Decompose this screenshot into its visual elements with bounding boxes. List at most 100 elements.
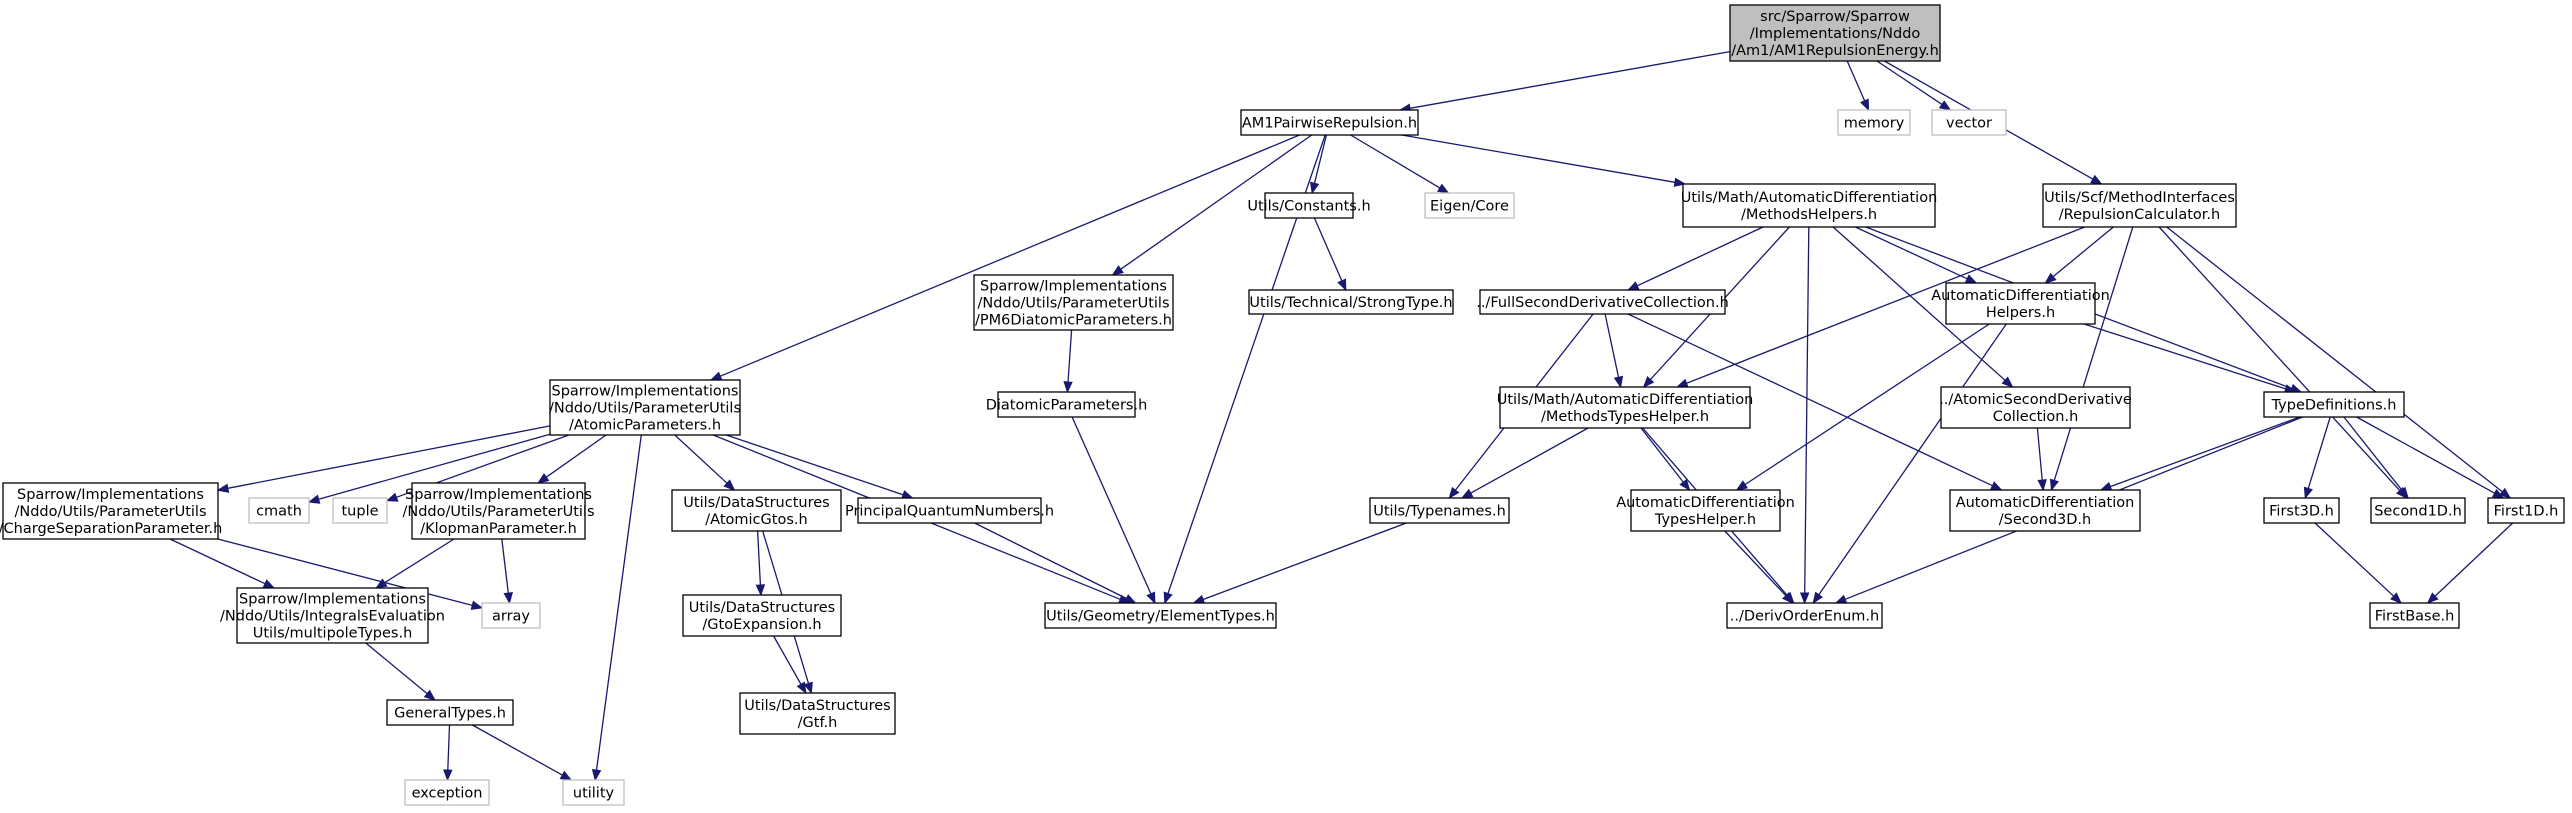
node-label-line: /PM6DiatomicParameters.h (975, 313, 1172, 329)
node-consts[interactable]: Utils/Constants.h (1247, 192, 1371, 219)
nodes-layer: src/Sparrow/Sparrow/Implementations/Nddo… (0, 4, 2565, 806)
edge-klopman-to-array (501, 538, 513, 605)
node-elemtypes[interactable]: Utils/Geometry/ElementTypes.h (1044, 602, 1277, 629)
node-methelp[interactable]: Utils/Math/AutomaticDifferentiation/Meth… (1681, 183, 1938, 228)
node-box (2263, 391, 2405, 418)
node-label-line: DiatomicParameters.h (986, 398, 1148, 414)
node-atomgtos[interactable]: Utils/DataStructures/AtomicGtos.h (671, 489, 842, 532)
node-root: src/Sparrow/Sparrow/Implementations/Nddo… (1729, 4, 1941, 62)
node-strongtype[interactable]: Utils/Technical/StrongType.h (1248, 289, 1454, 315)
node-second3d[interactable]: AutomaticDifferentiation/Second3D.h (1949, 489, 2141, 532)
node-label: AutomaticDifferentiation/Second3D.h (1956, 495, 2135, 528)
edge-line (2083, 323, 2286, 390)
edge-arrowhead (1799, 592, 1810, 605)
edge-line (1202, 522, 1407, 601)
node-multipole[interactable]: Sparrow/Implementations/Nddo/Utils/Integ… (220, 587, 445, 644)
node-label-line: /Nddo/Utils/ParameterUtils (977, 296, 1169, 312)
edge-klopman-to-multipole (375, 538, 455, 589)
node-label-line: array (492, 609, 530, 625)
node-label-line: src/Sparrow/Sparrow (1760, 9, 1910, 25)
node-firstbase[interactable]: FirstBase.h (2369, 602, 2460, 629)
node-box (1424, 192, 1515, 219)
edge-am1pr-to-methelp (1401, 134, 1687, 187)
node-label-line: Utils/Typenames.h (1373, 504, 1506, 520)
node-box (1248, 289, 1454, 315)
edge-arrowhead (1782, 592, 1794, 604)
node-box (236, 587, 429, 644)
node-chargesep[interactable]: Sparrow/Implementations/Nddo/Utils/Param… (0, 482, 222, 540)
node-repcalc[interactable]: Utils/Scf/MethodInterfaces/RepulsionCalc… (2042, 183, 2237, 228)
edge-line (384, 538, 455, 584)
node-label: AM1PairwiseRepulsion.h (1242, 116, 1417, 132)
edge-line (1744, 323, 1990, 486)
edge-first1d-to-firstbase (2426, 522, 2514, 604)
edge-line (1876, 60, 1943, 105)
node-label-line: First3D.h (2269, 504, 2334, 520)
node-box (1044, 602, 1277, 629)
edge-arrowhead (2099, 481, 2113, 491)
node-box (386, 699, 514, 726)
node-label-line: ../AtomicSecondDerivative (1939, 392, 2132, 408)
node-fullsec[interactable]: ../FullSecondDerivativeCollection.h (1476, 289, 1729, 315)
node-box (1479, 289, 1726, 315)
edge-diapar-to-elemtypes (1071, 416, 1156, 605)
node-box (857, 497, 1042, 524)
node-label-line: Utils/Math/AutomaticDifferentiation (1681, 190, 1938, 206)
node-typenames[interactable]: Utils/Typenames.h (1369, 497, 1510, 524)
node-atompar[interactable]: Sparrow/Implementations/Nddo/Utils/Param… (549, 379, 741, 436)
node-mthelper[interactable]: Utils/Math/AutomaticDifferentiation/Meth… (1497, 386, 1754, 429)
edge-arrowhead (1163, 591, 1173, 605)
node-typedefs[interactable]: TypeDefinitions.h (2263, 391, 2405, 418)
node-label: Utils/Geometry/ElementTypes.h (1046, 609, 1275, 625)
node-pqn[interactable]: PrincipalQuantumNumbers.h (845, 497, 1054, 524)
node-label-line: /GtoExpansion.h (702, 617, 821, 633)
edge-repcalc-to-second3d (2049, 226, 2134, 492)
edge-arrowhead (1123, 594, 1137, 604)
node-derivorder[interactable]: ../DerivOrderEnum.h (1726, 602, 1883, 629)
node-box (2370, 497, 2466, 524)
node-first3d[interactable]: First3D.h (2263, 497, 2340, 524)
node-box (481, 602, 541, 629)
node-label: ../FullSecondDerivativeCollection.h (1476, 295, 1729, 311)
node-gentypes[interactable]: GeneralTypes.h (386, 699, 514, 726)
edge-line (1470, 427, 1589, 494)
edge-arrowhead (1735, 480, 1749, 491)
edge-arrowhead (1146, 591, 1156, 605)
edge-typedefs-to-first3d (2303, 416, 2331, 500)
edge-repcalc-to-adhelp (2044, 226, 2114, 284)
node-label-line: /Gtf.h (798, 715, 838, 731)
node-diapar[interactable]: DiatomicParameters.h (986, 391, 1148, 418)
node-box (562, 779, 625, 806)
edge-line (1832, 226, 2006, 381)
edge-pm6dia-to-diapar (1063, 329, 1073, 394)
node-box (248, 497, 310, 524)
edge-gentypes-to-utility (472, 724, 573, 781)
node-klopman[interactable]: Sparrow/Implementations/Nddo/Utils/Param… (402, 482, 595, 540)
node-label: Utils/Technical/StrongType.h (1249, 295, 1452, 311)
edge-arrowhead (709, 371, 723, 381)
node-am1pr[interactable]: AM1PairwiseRepulsion.h (1240, 109, 1419, 136)
edge-line (1313, 217, 1343, 282)
node-pm6dia[interactable]: Sparrow/Implementations/Nddo/Utils/Param… (973, 274, 1174, 331)
node-second1d[interactable]: Second1D.h (2370, 497, 2466, 524)
node-label-line: Collection.h (1993, 409, 2079, 425)
node-gtoexp[interactable]: Utils/DataStructures/GtoExpansion.h (682, 594, 842, 637)
node-box (2, 482, 219, 540)
node-label-line: /MethodsTypesHelper.h (1541, 409, 1709, 425)
edge-line (217, 538, 473, 607)
edge-arrowhead (1964, 274, 1978, 284)
node-box (997, 391, 1136, 418)
node-label: Utils/DataStructures/Gtf.h (744, 698, 890, 731)
node-first1d[interactable]: First1D.h (2487, 497, 2565, 524)
node-label-line: /Nddo/Utils/IntegralsEvaluation (220, 609, 445, 625)
node-label: vector (1946, 116, 1992, 132)
edge-line (674, 434, 728, 484)
node-gtf[interactable]: Utils/DataStructures/Gtf.h (739, 692, 896, 735)
node-label-line: AutomaticDifferentiation (1931, 288, 2110, 304)
edge-arrowhead (2303, 486, 2313, 500)
